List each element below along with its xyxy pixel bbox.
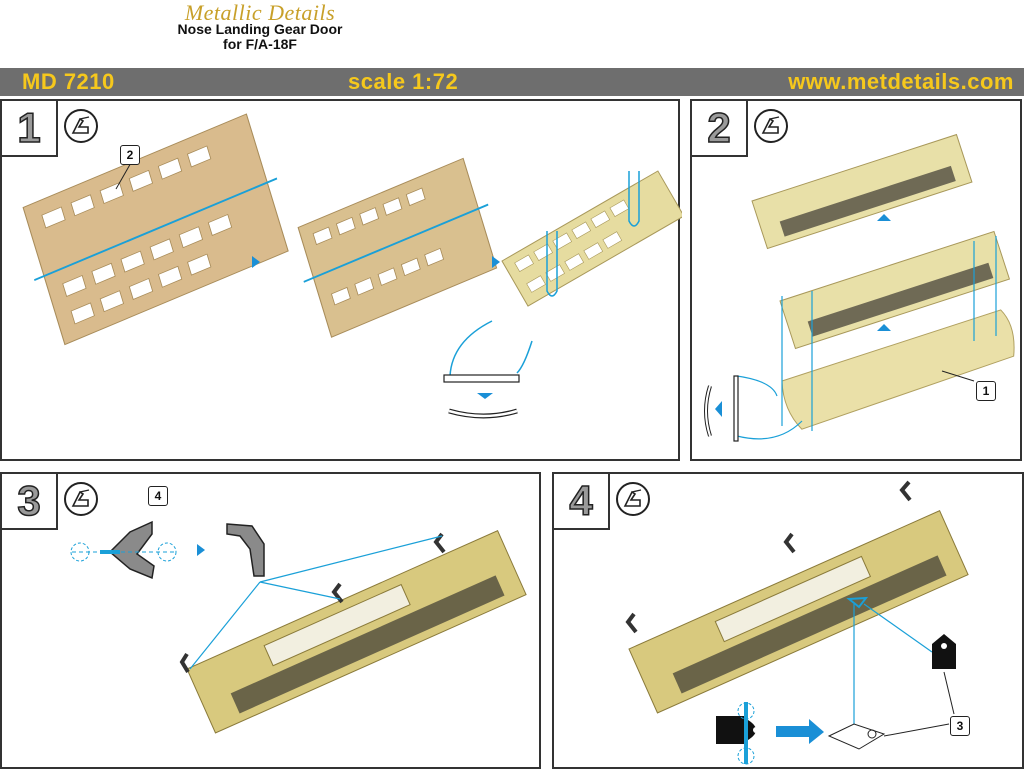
product-code: MD 7210 [22,69,115,94]
step-1-illustration [22,113,682,419]
step-2-panel: 2 1 [690,99,1022,461]
photo-etch-fret-folded [297,157,498,338]
part-number-label: 1 [976,381,996,401]
blue-arrow-icon [776,719,824,744]
door-inner-part [751,133,973,250]
bending-tool-icon [64,109,98,143]
blue-arrow-icon [492,256,500,268]
scale-label: scale 1:72 [348,69,459,94]
title-line-2: for F/A-18F [223,36,297,52]
door-outer-skin [781,309,1015,430]
bending-tool-icon [754,109,788,143]
step-number: 4 [554,474,610,530]
step-1-panel: 1 [0,99,682,461]
bending-tool-icon [64,482,98,516]
hinge-part-bent [226,523,265,577]
bracket-part-flat [716,716,748,744]
door-inner-part [779,230,1011,350]
blue-arrow-icon [197,544,205,556]
step-2-illustration [704,133,1015,442]
step-3-panel: 3 4 [0,472,541,769]
step-3-illustration [70,520,527,734]
bending-tool-icon [616,482,650,516]
photo-etch-fret [22,113,289,346]
part-number-label: 2 [120,145,140,165]
door-assembly [628,510,969,714]
step-number: 3 [2,474,58,530]
title-line-1: Nose Landing Gear Door [177,21,343,37]
blue-arrow-icon [252,256,260,268]
product-title: Nose Landing Gear Door for F/A-18F [140,22,380,52]
part-number-label: 3 [950,716,970,736]
bracket-part [932,634,956,669]
left-arrow-icon [715,401,722,417]
info-band: MD 7210 scale 1:72 www.metdetails.com [0,68,1024,96]
up-arrow-icon [877,324,891,331]
website-link[interactable]: www.metdetails.com [788,69,1014,94]
step-number: 2 [692,101,748,157]
part-number-label: 4 [148,486,168,506]
down-arrow-icon [477,393,493,399]
step-4-illustration [625,480,969,765]
brand-logo: Metallic Details [184,0,336,25]
step-4-panel: 4 3 [552,472,1024,769]
up-arrow-icon [877,214,891,221]
step-number: 1 [2,101,58,157]
door-assembly [186,530,527,734]
hinge-part-flat [108,520,155,580]
door-part [501,170,682,307]
